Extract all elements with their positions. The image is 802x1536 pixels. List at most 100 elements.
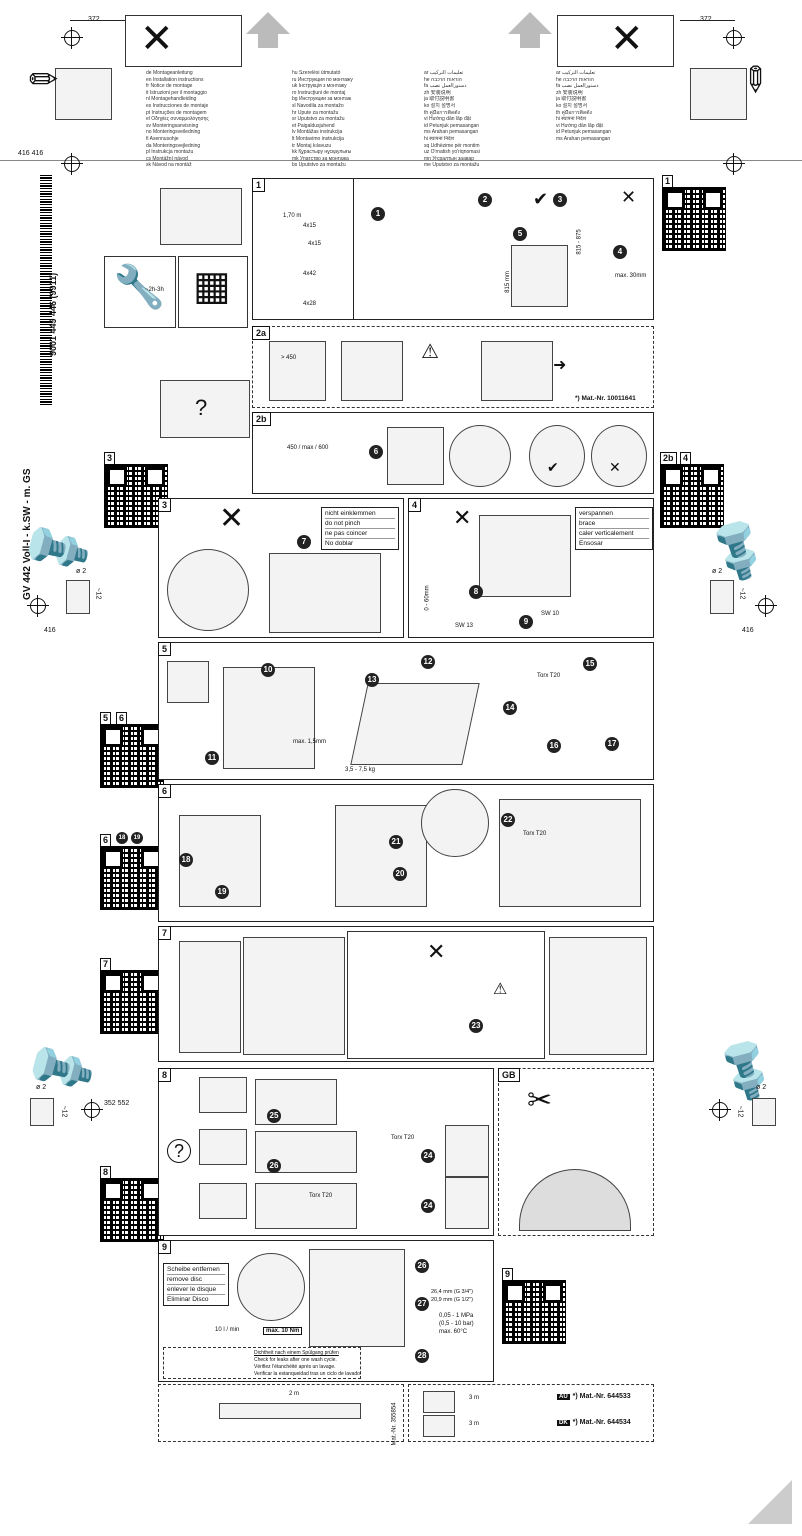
width-label: > 450 [281, 355, 297, 361]
cross-icon: ✕ [453, 505, 472, 530]
qr-code[interactable] [502, 1280, 566, 1344]
dimension-top-right: 372 [700, 16, 712, 23]
cabinet-option-1 [199, 1077, 247, 1113]
step-19: 19 [215, 885, 229, 899]
leak-check-text: Vérifiez l'étanchéité après un lavage. [254, 1364, 336, 1370]
dishwasher-front-illustration [479, 515, 571, 597]
header-box-left [125, 15, 242, 67]
screw-label: 4x15 [303, 223, 317, 229]
trim-strip-illustration [549, 937, 647, 1055]
height-label: 815 mm [504, 271, 511, 293]
door-template-illustration [350, 683, 480, 765]
dimension-top-left: 372 [88, 16, 100, 23]
cross-icon: ✕ [427, 939, 446, 964]
step-21: 21 [389, 835, 403, 849]
panel-step-2a: 2a > 450 ⚠ ➜ *) Mat.-Nr. 10011641 [252, 326, 654, 408]
drill-diameter-lower-right: ø 2 [756, 1084, 767, 1091]
panel-number: 9 [158, 1240, 172, 1254]
screw-label: 4x42 [303, 271, 317, 277]
cross-icon: ✕ [609, 459, 621, 475]
panel-step-5: 5 10 11 max. 1,5mm 12 13 14 15 16 17 3,5… [158, 642, 654, 780]
registration-mark-lower-right [709, 1099, 731, 1121]
drill-hole-left [66, 580, 90, 614]
warning-icon: ⚠ [421, 341, 439, 363]
step-9: 9 [519, 615, 533, 629]
step-13: 13 [365, 673, 379, 687]
dishwasher-door-illustration [223, 667, 315, 769]
registration-mark-mid-left [61, 153, 83, 175]
registration-mark-top-left [61, 27, 83, 49]
flow-label: 10 l / min [215, 1327, 240, 1333]
document-number: 9001 449 446 (9911) [48, 272, 58, 356]
panel-number: 3 [158, 498, 172, 512]
max-label: max. 30mm [615, 273, 647, 279]
size-label: 450 / max / 600 [287, 445, 329, 451]
step-5: 5 [513, 227, 527, 241]
drill-diameter-right: ø 2 [712, 568, 723, 575]
panel-number: 1 [252, 178, 266, 192]
parts-measure: 1,70 m [283, 213, 302, 219]
weight-label: 3,5 - 7,5 kg [345, 767, 376, 773]
bottom-panel-hose: 2 m Mat.-Nr. 355854 [158, 1384, 404, 1446]
qr-code[interactable] [100, 1178, 164, 1242]
drill-depth-lower-right: ~12 [736, 1105, 744, 1118]
registration-mark-lower-left [81, 1099, 103, 1121]
leak-check-text: Dichtheit nach einem Spülgang prüfen [254, 1350, 339, 1356]
tablet-icon: ▦ [193, 264, 231, 308]
torque-label: max. 10 Nm [263, 1327, 303, 1335]
panel-number: 2a [252, 326, 271, 340]
registration-mark-top-right [723, 27, 745, 49]
panel-step-6: 6 18 19 20 21 22 Torx T20 [158, 784, 654, 922]
pliers-icon: ✂ [527, 1084, 553, 1117]
max-label: max. 1,5mm [293, 739, 327, 745]
drill-diameter-lower-left: ø 2 [36, 1084, 47, 1091]
qr-code[interactable] [100, 970, 164, 1034]
range-label: 0 - 60mm [424, 585, 431, 611]
panel-number: GB [498, 1068, 520, 1082]
step-27: 27 [415, 1297, 429, 1311]
dimension-line [70, 20, 125, 21]
step-26: 26 [415, 1259, 429, 1273]
step-28: 28 [415, 1349, 429, 1363]
qr-code[interactable] [104, 464, 168, 528]
length-label: 3 m [469, 1421, 480, 1427]
qr-code[interactable] [100, 846, 164, 910]
dimension-side-left: 416 [44, 627, 56, 634]
header-box-right [557, 15, 674, 67]
arrow-right-icon: ➜ [553, 357, 567, 374]
thread-label: 20,9 mm (G 1/2") [431, 1297, 473, 1303]
pressure-label: max. 60°C [439, 1329, 468, 1335]
qr-code[interactable] [100, 724, 164, 788]
dimension-left-marks: 416 416 [18, 150, 44, 157]
torx-label: Torx T20 [523, 831, 547, 837]
step-10: 10 [261, 663, 275, 677]
panel-gb: GB ✂ [498, 1068, 654, 1236]
kitchen-counter-illustration [160, 188, 242, 245]
dimension-line [0, 160, 802, 161]
mat-number: *) Mat.-Nr. 10011641 [575, 395, 636, 402]
step-20: 20 [393, 867, 407, 881]
dishwasher-connection-illustration [309, 1249, 405, 1347]
drill-diameter-left: ø 2 [76, 568, 87, 575]
foot-detail-illustration [449, 425, 511, 487]
cabinet-illustration-right [690, 68, 747, 120]
qr-code[interactable] [660, 464, 724, 528]
dishwasher-front-illustration [387, 427, 444, 485]
drill-depth-left: ~12 [94, 587, 102, 600]
torx-label: Torx T20 [309, 1193, 333, 1199]
qr-code[interactable] [662, 187, 726, 251]
dishwasher-door-closing-illustration [335, 805, 427, 907]
tablet-icon-box: ▦ [178, 256, 248, 328]
wrench-size: SW 13 [455, 623, 474, 629]
trim-detail-box [347, 931, 545, 1059]
bottom-panel-accessories: 3 m AU*) Mat.-Nr. 644533 3 m DK*) Mat.-N… [408, 1384, 654, 1442]
step-25: 25 [267, 1109, 281, 1123]
cabinet-options-illustration [179, 941, 241, 1053]
water-inlet-detail [237, 1253, 305, 1321]
hose-detail-illustration [167, 549, 249, 631]
cross-icon: ✕ [621, 187, 637, 207]
drill-hole-lower-right [752, 1098, 776, 1126]
registration-mark-side-right [755, 595, 777, 617]
